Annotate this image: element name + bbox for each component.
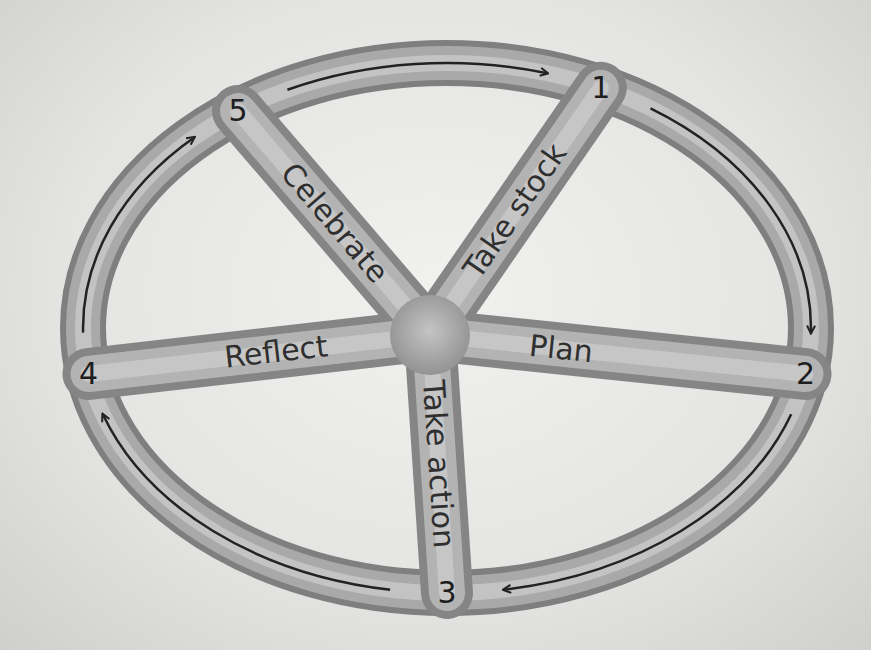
wheel-spokes — [89, 88, 806, 593]
step-label: Reflect — [223, 329, 330, 375]
step-label: Celebrate — [274, 156, 395, 289]
wheel-rim — [83, 63, 811, 593]
step-label: Take action — [415, 379, 460, 549]
step-number: 5 — [228, 95, 247, 127]
wheel-rim-shade — [83, 63, 811, 593]
wheel-spoke: Plan — [519, 322, 603, 376]
wheel-spoke: Take action — [409, 370, 467, 558]
step-number: 1 — [591, 72, 610, 104]
wheel-rim-highlight — [83, 63, 811, 593]
step-label: Plan — [527, 329, 594, 369]
wheel-spoke: Reflect — [214, 322, 338, 381]
step-number: 3 — [437, 577, 456, 609]
step-label: Take stock — [457, 137, 574, 284]
wheel-hub — [390, 295, 470, 375]
wheel-spoke: Celebrate — [263, 146, 404, 300]
step-number: 4 — [79, 358, 98, 390]
wheel-spoke: Take stock — [447, 127, 583, 295]
step-number: 2 — [796, 358, 815, 390]
cycle-arrows — [83, 63, 811, 590]
